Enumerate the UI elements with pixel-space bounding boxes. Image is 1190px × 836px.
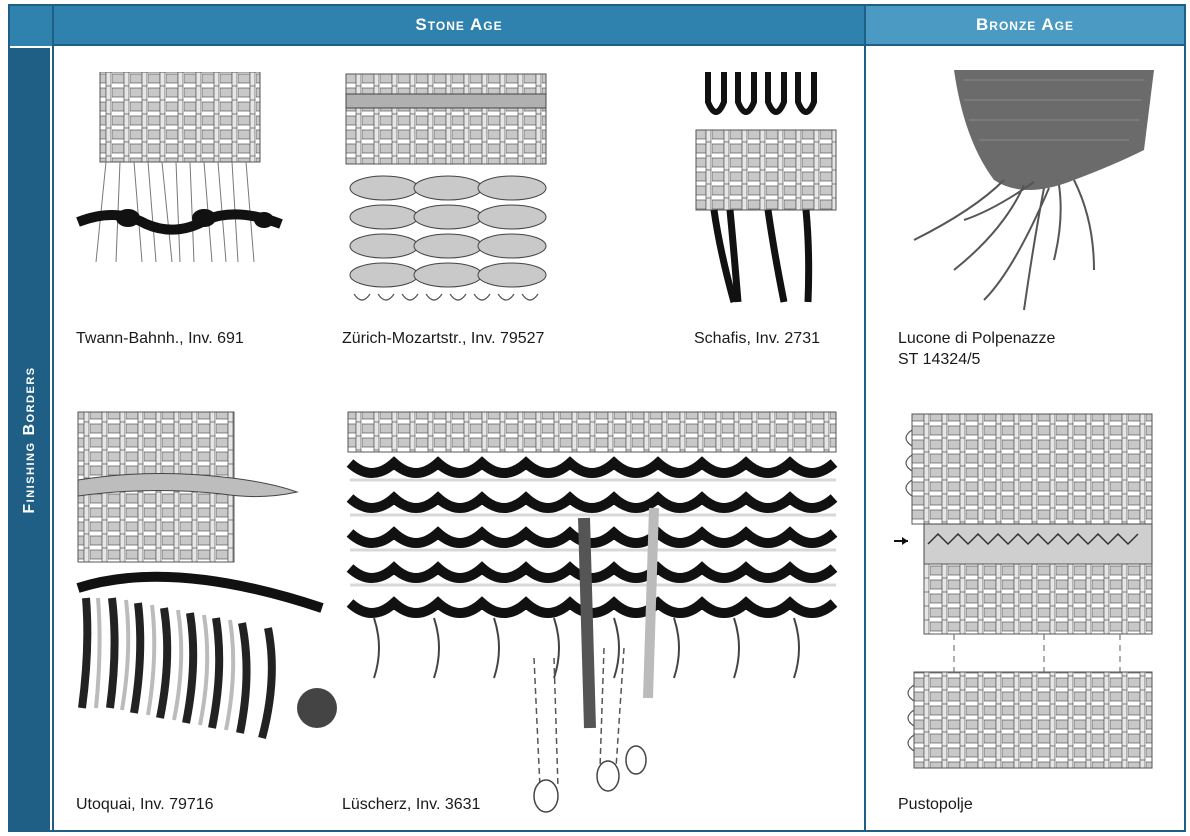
stone-age-header: Stone Age xyxy=(54,6,864,46)
caption-lucone: Lucone di Polpenazze xyxy=(898,329,1055,349)
lucone-textile-photo xyxy=(894,70,1164,320)
caption-schafis: Schafis, Inv. 2731 xyxy=(694,329,820,349)
side-divider xyxy=(52,6,54,830)
luscherz-weave-illustration xyxy=(344,408,844,818)
caption-utoquai: Utoquai, Inv. 79716 xyxy=(76,795,214,815)
twann-weave-illustration xyxy=(76,72,286,272)
caption-luscherz: Lüscherz, Inv. 3631 xyxy=(342,795,480,815)
caption-lucone-inv: ST 14324/5 xyxy=(898,350,980,370)
schafis-weave-illustration xyxy=(694,72,844,312)
caption-zurich: Zürich-Mozartstr., Inv. 79527 xyxy=(342,329,544,349)
bronze-age-header: Bronze Age xyxy=(866,6,1184,46)
column-divider xyxy=(864,6,866,830)
corner-cell xyxy=(10,6,52,46)
caption-twann: Twann-Bahnh., Inv. 691 xyxy=(76,329,244,349)
utoquai-weave-illustration xyxy=(72,408,342,758)
finishing-borders-label: Finishing Borders xyxy=(21,366,39,513)
zurich-weave-illustration xyxy=(344,72,554,312)
caption-pustopolje: Pustopolje xyxy=(898,795,973,815)
pustopolje-weave-illustration xyxy=(894,410,1164,780)
